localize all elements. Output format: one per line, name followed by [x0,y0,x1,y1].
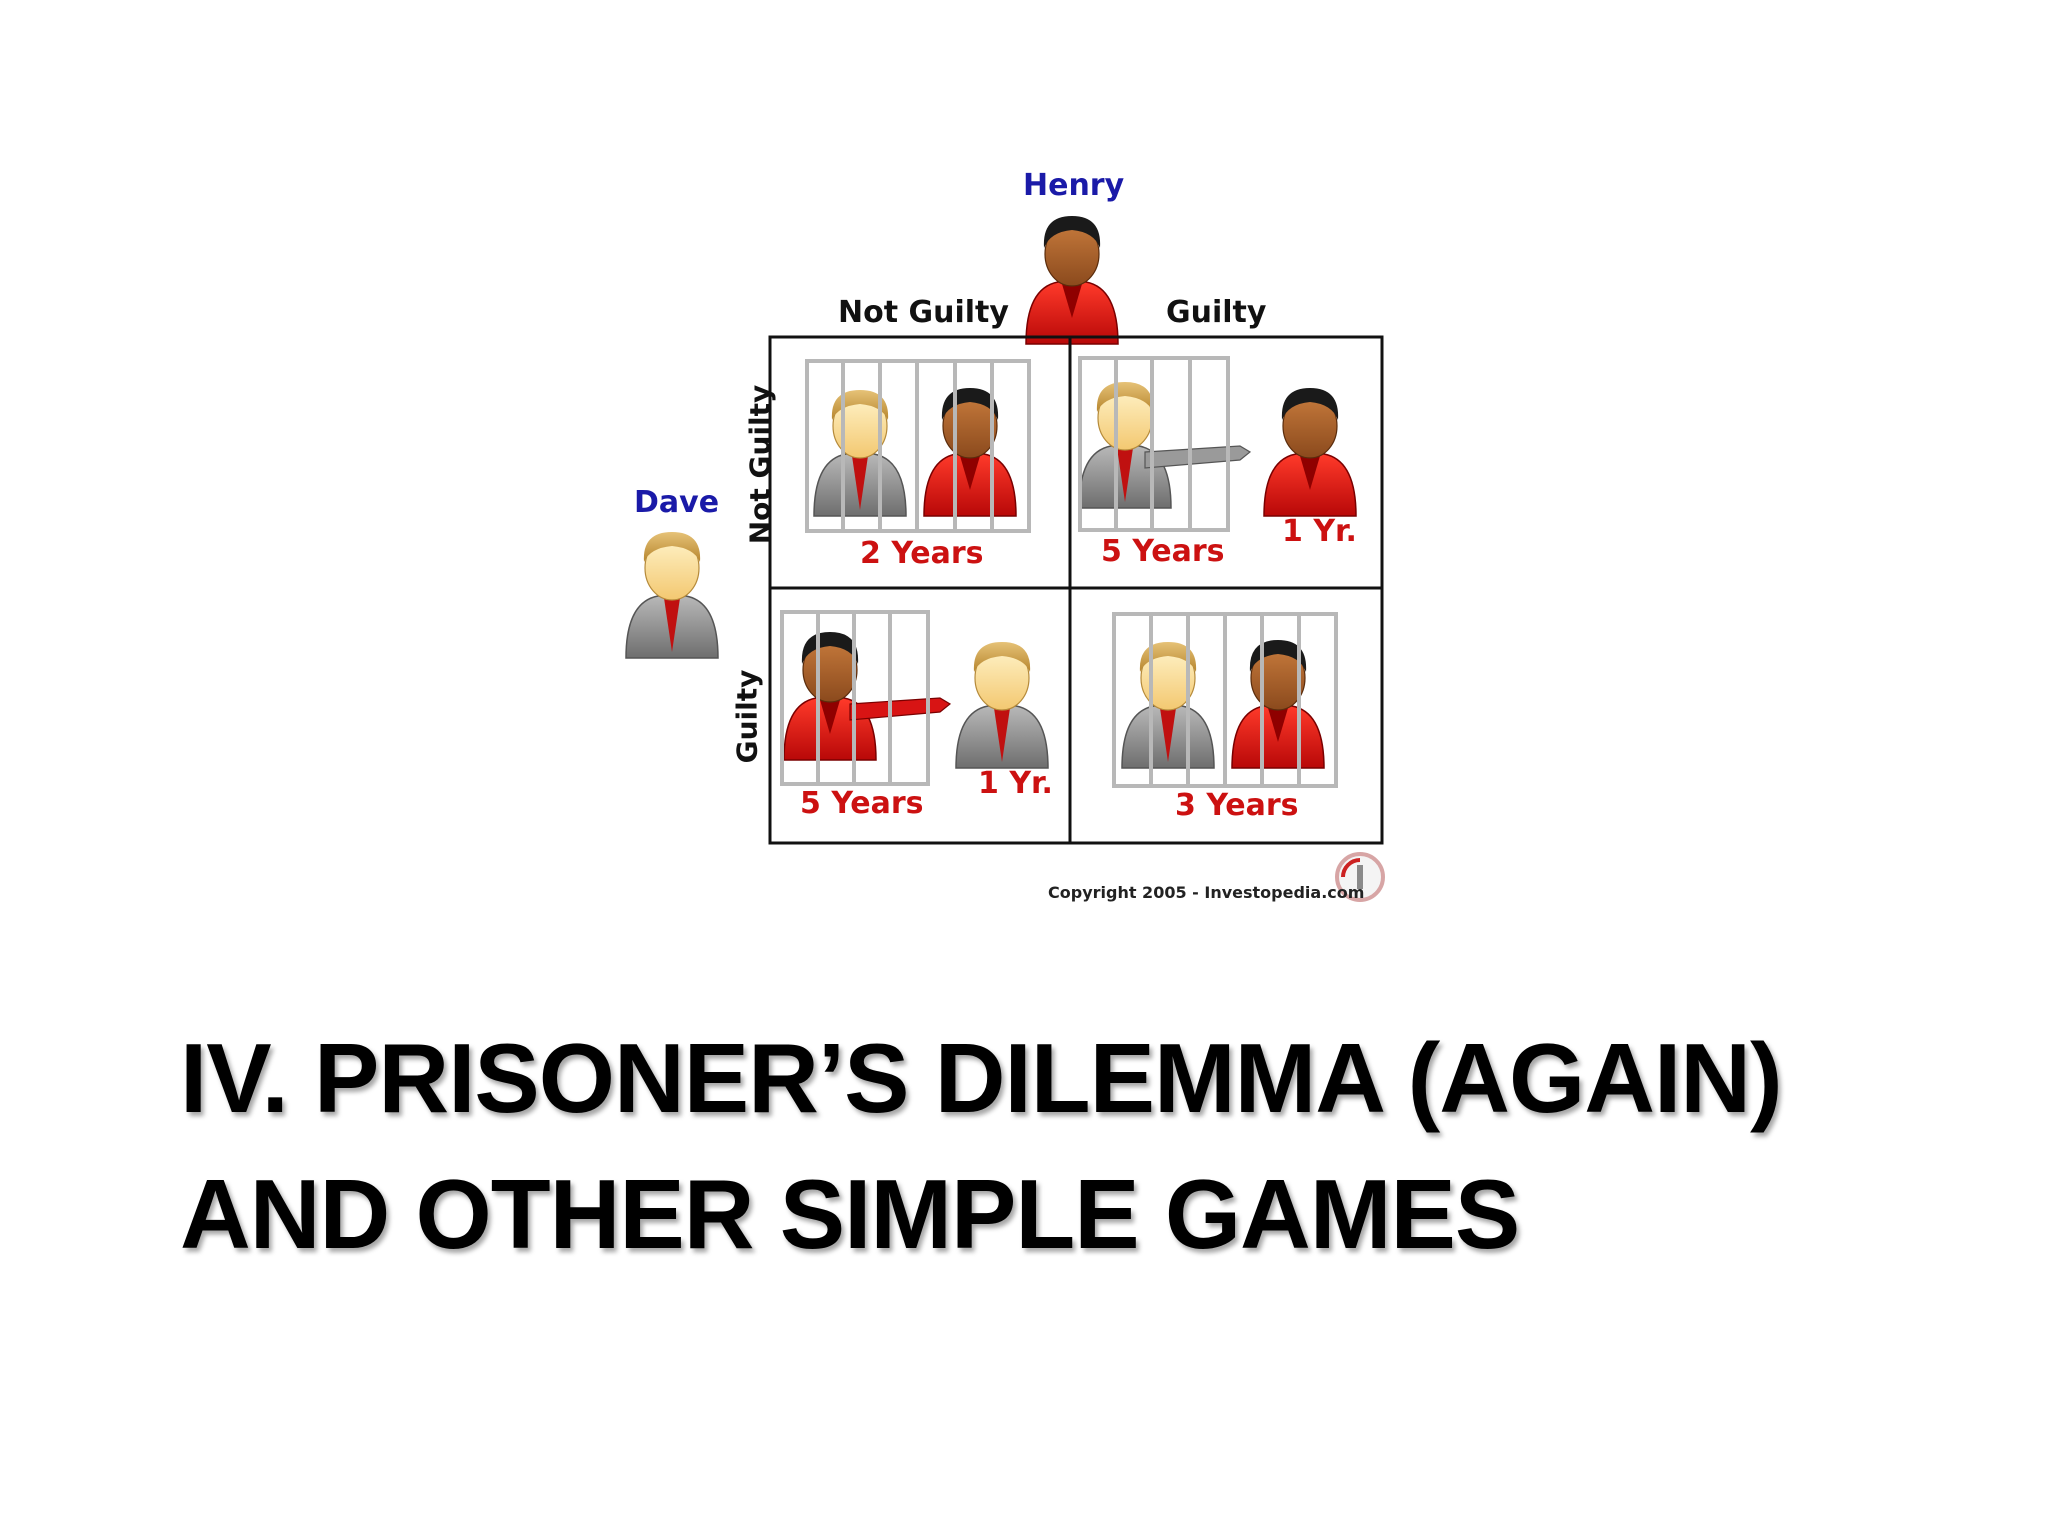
jail-bars [780,610,930,786]
sentence-g-g: 3 Years [1175,788,1299,823]
pointing-arm [1144,445,1252,469]
slide-title: IV. PRISONER’S DILEMMA (AGAIN) AND OTHER… [180,1010,1980,1282]
prisoners-dilemma-diagram [625,215,1385,902]
row-player-name: Dave [634,485,720,520]
sentence-ng-g-dave: 5 Years [1101,534,1225,569]
row-header-guilty: Guilty [730,669,764,764]
pointing-arm [849,697,952,721]
jail-bars [1078,356,1230,532]
cell-not-guilty-not-guilty [805,359,1031,533]
sentence-g-ng-henry: 5 Years [800,786,924,821]
jail-bars [805,359,1031,533]
henry-avatar [1025,215,1119,345]
dave-avatar [625,531,719,659]
row-header-not-guilty: Not Guilty [743,384,777,545]
sentence-ng-ng: 2 Years [860,536,984,571]
sentence-ng-g-henry: 1 Yr. [1282,514,1357,549]
sentence-g-ng-dave: 1 Yr. [978,766,1053,801]
slide-title-line-1: IV. PRISONER’S DILEMMA (AGAIN) [180,1023,1783,1133]
cell-guilty-guilty [1112,612,1338,788]
column-header-not-guilty: Not Guilty [838,295,1009,330]
column-header-guilty: Guilty [1166,295,1267,330]
payoff-matrix [768,335,1384,845]
cell-guilty-not-guilty [780,610,1049,786]
copyright-notice: Copyright 2005 - Investopedia.com [1048,883,1365,902]
cell-not-guilty-guilty [1078,356,1357,532]
jail-bars [1112,612,1338,788]
slide-title-line-2: AND OTHER SIMPLE GAMES [180,1159,1520,1269]
investopedia-logo [1335,852,1385,902]
column-player-name: Henry [1023,168,1125,203]
